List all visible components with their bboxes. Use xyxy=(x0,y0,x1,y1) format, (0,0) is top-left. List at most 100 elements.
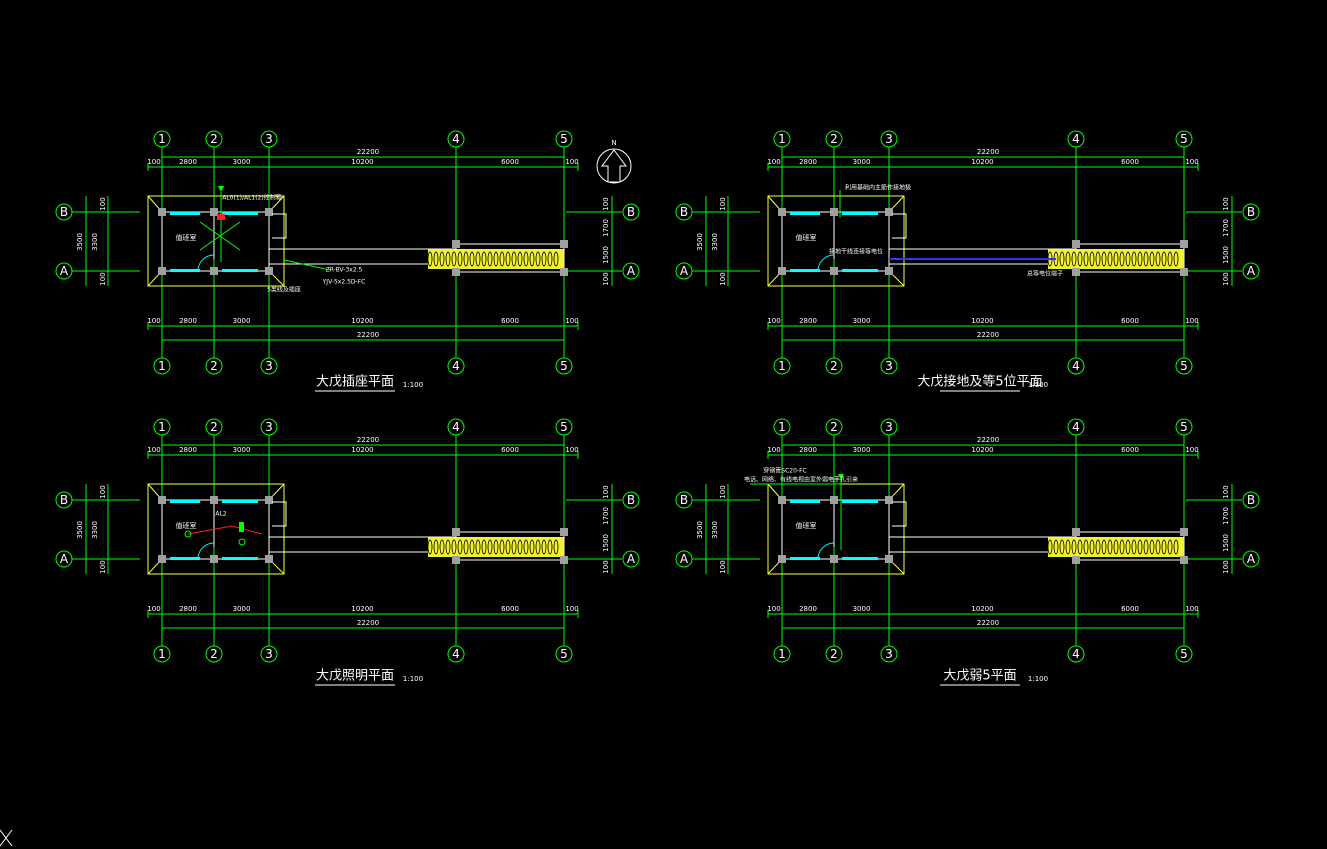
dim-top-value: 6000 xyxy=(1121,158,1139,166)
gate-hatch-mark xyxy=(1101,539,1107,555)
axis-bubble-label: 2 xyxy=(830,420,838,434)
axis-top-bubble-3: 3 xyxy=(260,418,278,436)
gate-hatch xyxy=(428,249,564,269)
gate-hatch-mark xyxy=(541,251,547,267)
dim-top-value: 100 xyxy=(565,158,578,166)
axis-bubble-circle xyxy=(153,645,171,663)
axis-right-bubble-A: A xyxy=(1242,262,1260,280)
gate-hatch-mark xyxy=(553,539,559,555)
plan-note: YJV-5x2.5D-FC xyxy=(322,279,366,286)
axis-right-bubble-A: A xyxy=(622,262,640,280)
axis-bubble-label: B xyxy=(680,205,688,219)
gate-hatch-mark xyxy=(1059,251,1065,267)
axis-top-bubble-2: 2 xyxy=(825,418,843,436)
axis-bubble-circle xyxy=(205,130,223,148)
axis-bubble-circle xyxy=(1242,550,1260,568)
window xyxy=(170,557,200,560)
window xyxy=(222,557,258,560)
dim-bottom-value: 6000 xyxy=(501,317,519,325)
axis-bubble-label: 4 xyxy=(1072,647,1080,661)
circuit-lines xyxy=(199,221,241,251)
axis-top-bubble-3: 3 xyxy=(880,418,898,436)
dim-top-value: 3000 xyxy=(853,446,871,454)
plan-note: 利用基础内主筋作接地极 xyxy=(845,184,911,192)
gate-hatch-mark xyxy=(499,251,505,267)
axis-bubble-circle xyxy=(55,550,73,568)
axis-bubble-label: 4 xyxy=(452,359,460,373)
axis-bubble-label: 1 xyxy=(158,647,166,661)
gate-hatch-mark xyxy=(1065,539,1071,555)
axis-bubble-label: 4 xyxy=(452,647,460,661)
axis-left-bubble-B: B xyxy=(55,491,73,509)
gate-hatch xyxy=(1048,249,1184,269)
dim-right-value: 100 xyxy=(1222,485,1230,498)
dim-right-value: 100 xyxy=(602,560,610,573)
axis-bubble-circle xyxy=(447,645,465,663)
north-arrow-icon xyxy=(596,148,632,184)
axis-top-bubble-5: 5 xyxy=(555,418,573,436)
gate-hatch-mark xyxy=(535,251,541,267)
dim-bottom-value: 100 xyxy=(1185,605,1198,613)
axis-bubble-label: 2 xyxy=(210,420,218,434)
axis-bottom-bubble-5: 5 xyxy=(1175,357,1193,375)
axis-bubble-label: 2 xyxy=(830,132,838,146)
axis-bubble-circle xyxy=(622,550,640,568)
axis-top-bubble-2: 2 xyxy=(205,418,223,436)
gate-hatch-mark xyxy=(1173,251,1179,267)
axis-bubble-circle xyxy=(675,203,693,221)
dim-bottom-value: 100 xyxy=(767,605,780,613)
window xyxy=(842,500,878,503)
window xyxy=(842,212,878,215)
gate-hatch-mark xyxy=(1101,251,1107,267)
axis-bubble-circle xyxy=(825,357,843,375)
column xyxy=(265,496,273,504)
dim-bottom-value: 6000 xyxy=(1121,317,1139,325)
axis-right-bubble-A: A xyxy=(622,550,640,568)
dim-left-top-value: 100 xyxy=(99,485,107,498)
axis-bubble-circle xyxy=(773,645,791,663)
dim-right-value: 100 xyxy=(602,197,610,210)
gate-hatch-mark xyxy=(1119,539,1125,555)
axis-left-bubble-A: A xyxy=(675,262,693,280)
dim-top-value: 100 xyxy=(1185,158,1198,166)
axis-bubble-label: 2 xyxy=(210,132,218,146)
axis-bubble-circle xyxy=(555,645,573,663)
dim-right-value: 1700 xyxy=(602,219,610,237)
plan-note: 接地干线连接等电位 xyxy=(829,248,883,256)
axis-right-bubble-B: B xyxy=(622,491,640,509)
window xyxy=(222,212,258,215)
feed-arrow-icon xyxy=(218,186,224,192)
axis-bottom-bubble-3: 3 xyxy=(880,645,898,663)
axis-bubble-circle xyxy=(260,645,278,663)
column xyxy=(778,208,786,216)
axis-bubble-circle xyxy=(555,130,573,148)
distribution-box-icon xyxy=(217,214,225,220)
gate-hatch-mark xyxy=(1113,251,1119,267)
column xyxy=(778,555,786,563)
light-fixture-icon xyxy=(238,538,246,546)
window xyxy=(842,269,878,272)
plan-note: AL2 xyxy=(215,511,226,518)
gate-hatch-mark xyxy=(463,539,469,555)
gate-hatch-mark xyxy=(1089,251,1095,267)
axis-bottom-bubble-2: 2 xyxy=(205,645,223,663)
gate-hatch-mark xyxy=(541,539,547,555)
gate-hatch-mark xyxy=(1107,539,1113,555)
column xyxy=(778,496,786,504)
axis-top-bubble-4: 4 xyxy=(1067,130,1085,148)
dim-top-value: 100 xyxy=(1185,446,1198,454)
gate-post xyxy=(1072,556,1080,564)
axis-bubble-label: 3 xyxy=(265,420,273,434)
axis-bubble-circle xyxy=(825,418,843,436)
axis-bubble-circle xyxy=(880,130,898,148)
gate-post xyxy=(560,240,568,248)
column xyxy=(830,555,838,563)
axis-bubble-label: 4 xyxy=(1072,359,1080,373)
axis-top-bubble-4: 4 xyxy=(1067,418,1085,436)
gate-post xyxy=(1180,556,1188,564)
